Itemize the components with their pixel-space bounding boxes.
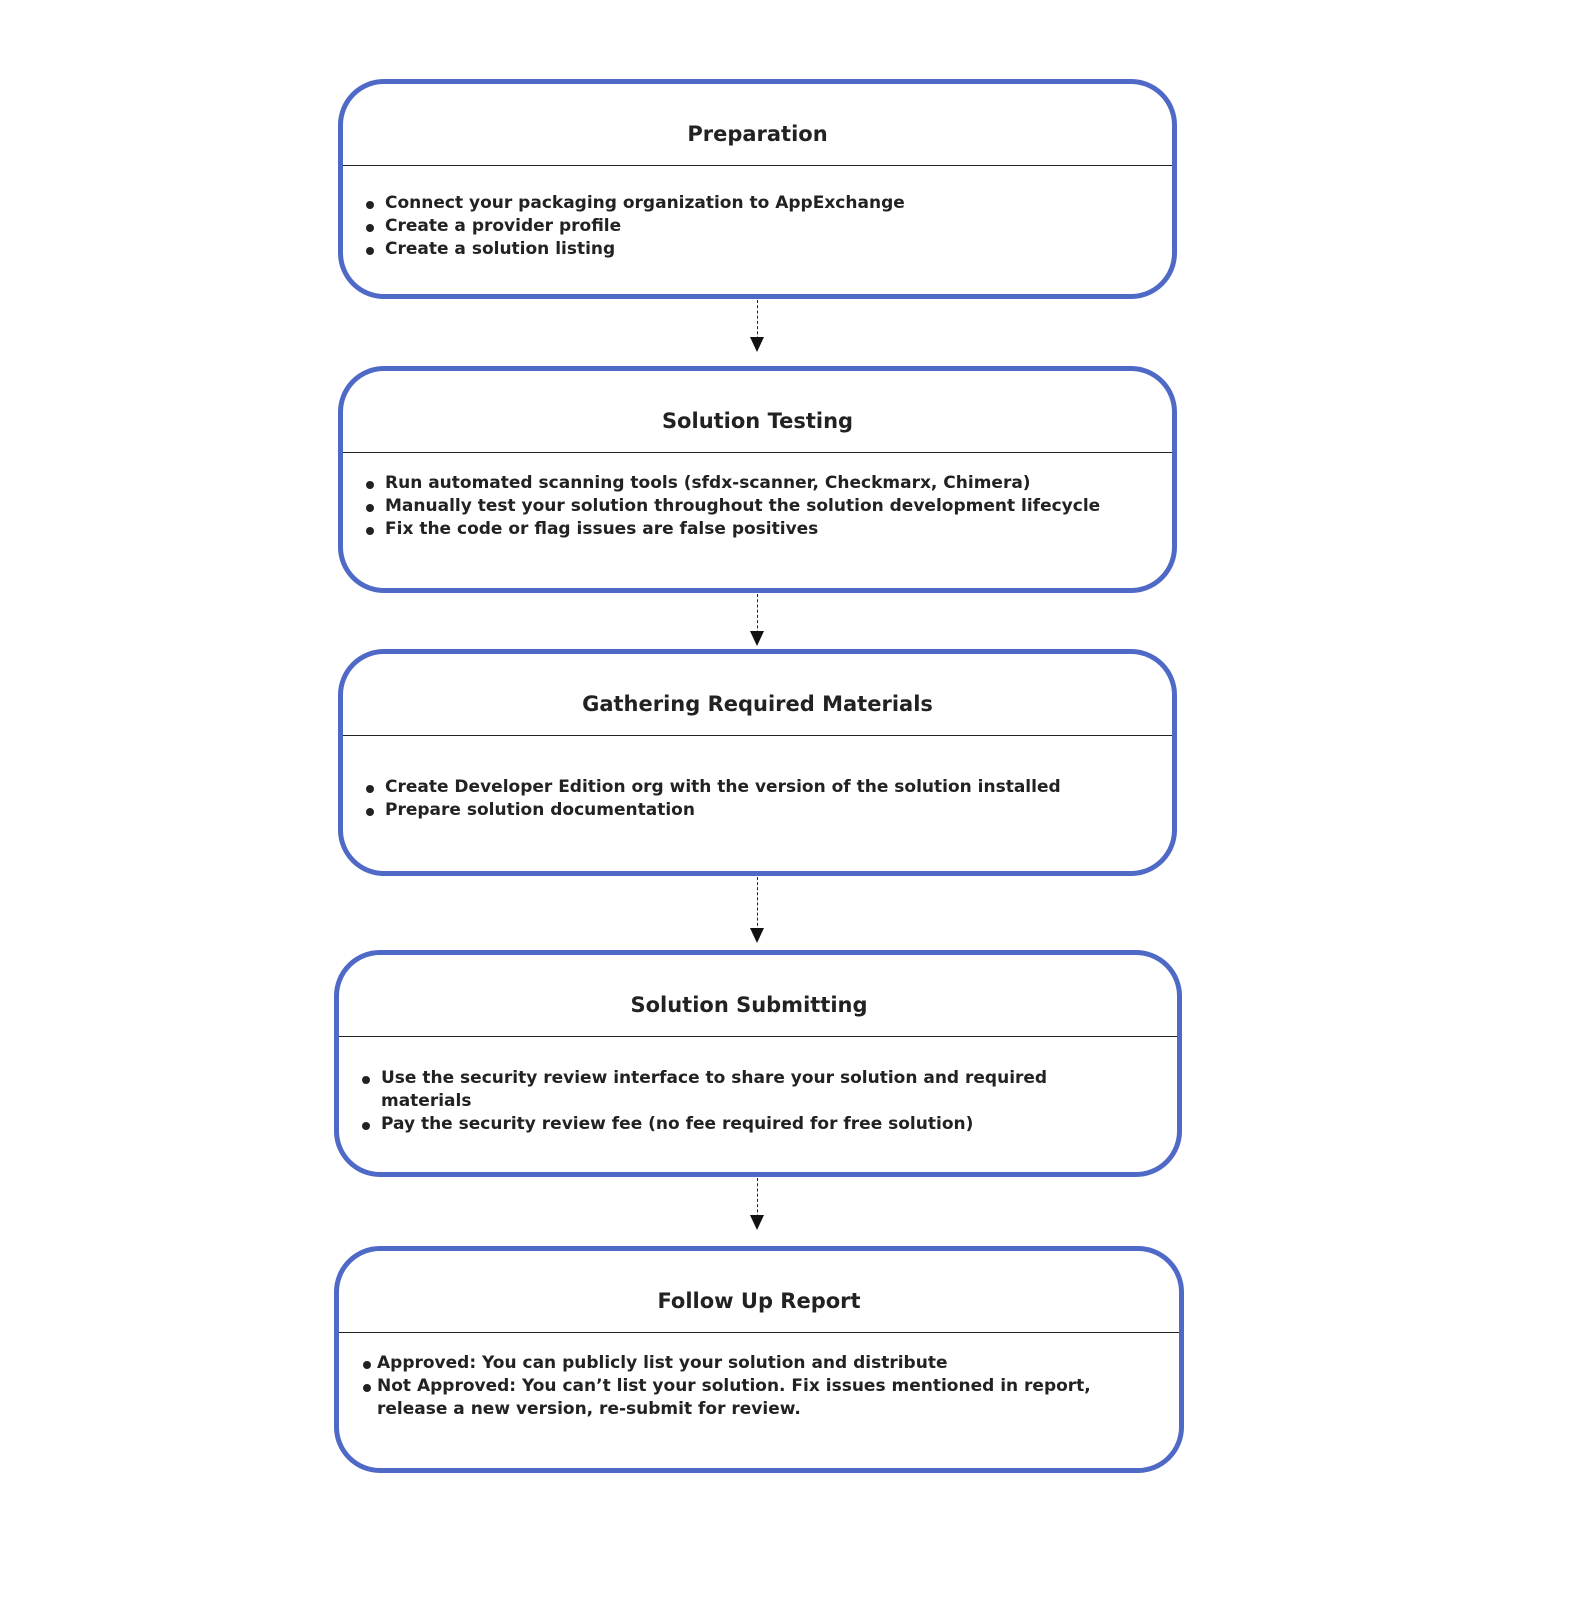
divider — [343, 452, 1172, 453]
step-title: Solution Submitting — [630, 993, 868, 1017]
step-items: Use the security review interface to sha… — [359, 1067, 1119, 1136]
step-title: Solution Testing — [661, 409, 854, 433]
list-item: Create a provider profile — [363, 215, 1153, 238]
arrow-connector — [750, 594, 764, 646]
step-title: Follow Up Report — [657, 1289, 861, 1313]
arrow-connector — [750, 1178, 764, 1230]
list-item: Prepare solution documentation — [363, 799, 1163, 822]
step-solution-submitting: Solution Submitting Use the security rev… — [334, 950, 1182, 1177]
list-item: Pay the security review fee (no fee requ… — [359, 1113, 1119, 1136]
list-item: Not Approved: You can’t list your soluti… — [363, 1375, 1163, 1421]
step-gathering-materials: Gathering Required Materials Create Deve… — [338, 649, 1177, 876]
list-item: Connect your packaging organization to A… — [363, 192, 1153, 215]
divider — [343, 165, 1172, 166]
step-items: Connect your packaging organization to A… — [363, 192, 1153, 261]
step-title: Gathering Required Materials — [582, 692, 933, 716]
arrow-connector — [750, 300, 764, 352]
list-item: Run automated scanning tools (sfdx-scann… — [363, 472, 1103, 495]
list-item: Create a solution listing — [363, 238, 1153, 261]
step-title: Preparation — [687, 122, 828, 146]
divider — [343, 735, 1172, 736]
list-item: Approved: You can publicly list your sol… — [363, 1352, 1163, 1375]
step-items: Run automated scanning tools (sfdx-scann… — [363, 472, 1103, 541]
divider — [339, 1036, 1177, 1037]
step-solution-testing: Solution Testing Run automated scanning … — [338, 366, 1177, 593]
list-item: Fix the code or flag issues are false po… — [363, 518, 1103, 541]
list-item: Create Developer Edition org with the ve… — [363, 776, 1163, 799]
list-item: Manually test your solution throughout t… — [363, 495, 1103, 518]
step-preparation: Preparation Connect your packaging organ… — [338, 79, 1177, 299]
step-follow-up-report: Follow Up Report Approved: You can publi… — [334, 1246, 1184, 1473]
arrow-connector — [750, 877, 764, 943]
step-items: Create Developer Edition org with the ve… — [363, 776, 1163, 822]
divider — [339, 1332, 1179, 1333]
list-item: Use the security review interface to sha… — [359, 1067, 1119, 1113]
step-items: Approved: You can publicly list your sol… — [363, 1352, 1163, 1421]
